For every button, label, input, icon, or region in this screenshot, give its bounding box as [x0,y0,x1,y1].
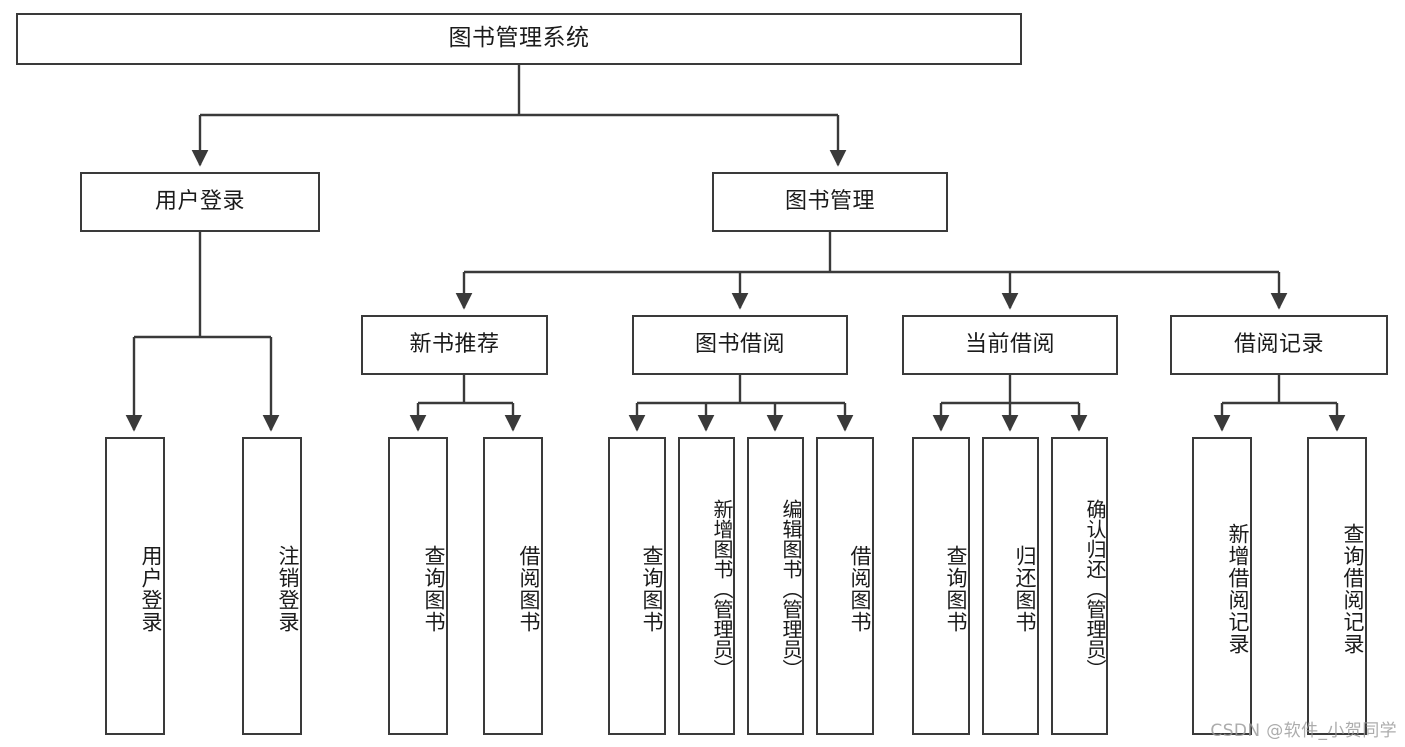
node-label: 确认归还（管理员） [1083,499,1107,679]
leaf-current-borrow-confirm-return-admin[interactable]: 确认归还（管理员） [1051,437,1108,735]
node-user-login[interactable]: 用户登录 [80,172,320,232]
node-label: 图书借阅 [694,332,785,358]
watermark-text: CSDN @软件_小贺同学 [1210,721,1397,741]
leaf-current-borrow-query-book[interactable]: 查询图书 [912,437,970,735]
node-label: 图书管理系统 [448,25,590,52]
leaf-user-login-logout[interactable]: 注销登录 [242,437,302,735]
node-label: 借阅图书 [517,545,541,633]
leaf-user-login-login[interactable]: 用户登录 [105,437,165,735]
leaf-book-borrow-edit-book-admin[interactable]: 编辑图书（管理员） [747,437,804,735]
node-new-book-recommend[interactable]: 新书推荐 [361,315,548,375]
node-label: 图书管理 [784,189,875,215]
leaf-borrow-record-add-record[interactable]: 新增借阅记录 [1192,437,1252,735]
leaf-book-borrow-borrow-book[interactable]: 借阅图书 [816,437,874,735]
node-label: 注销登录 [276,545,300,633]
node-label: 当前借阅 [964,332,1055,358]
node-label: 新书推荐 [409,332,500,358]
leaf-new-book-query-book[interactable]: 查询图书 [388,437,448,735]
leaf-current-borrow-return-book[interactable]: 归还图书 [982,437,1039,735]
node-root-book-management-system[interactable]: 图书管理系统 [16,13,1022,65]
leaf-book-borrow-add-book-admin[interactable]: 新增图书（管理员） [678,437,735,735]
node-label: 查询图书 [640,545,664,633]
node-label: 查询借阅记录 [1341,523,1365,655]
node-book-management[interactable]: 图书管理 [712,172,948,232]
node-label: 新增借阅记录 [1226,523,1250,655]
node-borrow-record[interactable]: 借阅记录 [1170,315,1388,375]
node-label: 用户登录 [154,189,245,215]
node-label: 借阅记录 [1233,332,1324,358]
node-label: 查询图书 [422,545,446,633]
node-book-borrow[interactable]: 图书借阅 [632,315,848,375]
node-label: 归还图书 [1013,545,1037,633]
leaf-new-book-borrow-book[interactable]: 借阅图书 [483,437,543,735]
leaf-book-borrow-query-book[interactable]: 查询图书 [608,437,666,735]
leaf-borrow-record-query-record[interactable]: 查询借阅记录 [1307,437,1367,735]
node-label: 编辑图书（管理员） [779,499,803,679]
node-label: 查询图书 [944,545,968,633]
node-label: 用户登录 [139,545,163,633]
node-label: 新增图书（管理员） [710,499,734,679]
node-label: 借阅图书 [848,545,872,633]
node-current-borrow[interactable]: 当前借阅 [902,315,1118,375]
